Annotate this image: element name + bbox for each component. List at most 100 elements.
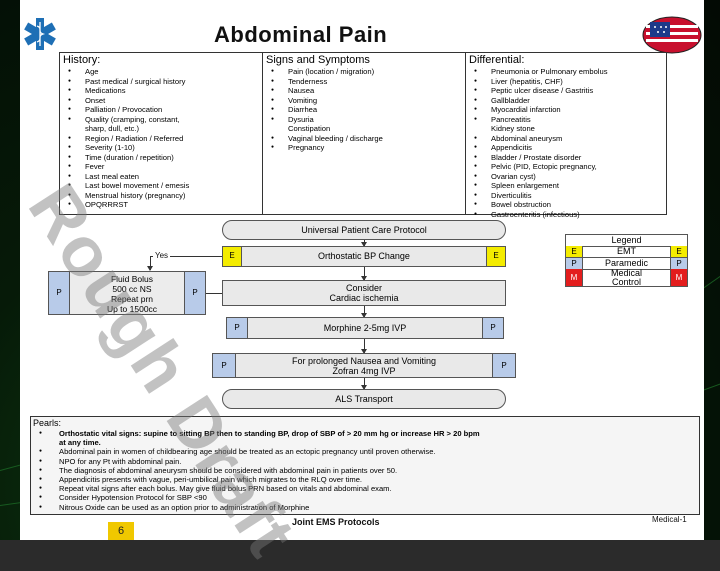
list-item: Quality (cramping, constant, <box>63 115 189 125</box>
legend-row-paramedic: P Paramedic P <box>566 258 687 270</box>
list-item: Menstrual history (pregnancy) <box>63 191 189 201</box>
flow-arrow <box>147 256 153 271</box>
list-item-continuation: sharp, dull, etc.) <box>85 124 140 133</box>
legend-label-line: Control <box>611 276 641 287</box>
legend: Legend E EMT E P Paramedic P M Medical C… <box>565 234 688 287</box>
fluid-bolus-box: Fluid Bolus 500 cc NS Repeat prn Up to 1… <box>48 271 206 315</box>
flow-connector <box>150 256 222 257</box>
page-number: 6 <box>108 522 134 540</box>
list-item: Region / Radiation / Referred <box>63 134 189 144</box>
signs-list: Pain (location / migration) Tenderness N… <box>266 67 383 153</box>
legend-code: M <box>670 269 687 286</box>
list-item: Gallbladder <box>469 96 608 106</box>
list-item: Past medical / surgical history <box>63 77 189 87</box>
legend-code: P <box>670 258 687 269</box>
pearls-panel: Pearls: Orthostatic vital signs: supine … <box>30 416 700 515</box>
consider-box: Consider Cardiac ischemia <box>222 280 506 306</box>
signs-panel: Signs and Symptoms Pain (location / migr… <box>262 52 466 215</box>
history-heading: History: <box>63 54 101 66</box>
emt-badge: E <box>486 246 506 267</box>
list-item: Ovarian cyst) <box>469 172 608 182</box>
consider-line: Consider <box>345 283 383 293</box>
universal-protocol-box: Universal Patient Care Protocol <box>222 220 506 240</box>
list-item: Pneumonia or Pulmonary embolus <box>469 67 608 77</box>
paramedic-badge: P <box>212 353 236 378</box>
list-item: Peptic ulcer disease / Gastritis <box>469 86 608 96</box>
orthostatic-box: Orthostatic BP Change <box>222 246 506 267</box>
legend-code: M <box>566 269 583 286</box>
list-item: Fever <box>63 162 189 172</box>
list-item: Diverticulitis <box>469 191 608 201</box>
legend-code: P <box>566 258 583 269</box>
list-item: Time (duration / repetition) <box>63 153 189 163</box>
consider-line: Cardiac ischemia <box>329 293 399 303</box>
list-item: Consider Hypotension Protocol for SBP <9… <box>33 493 480 502</box>
list-item: Abdominal aneurysm <box>469 134 608 144</box>
als-transport-label: ALS Transport <box>335 394 393 404</box>
list-item: Medications <box>63 86 189 96</box>
paramedic-badge: P <box>492 353 516 378</box>
differential-list: Pneumonia or Pulmonary embolus Liver (he… <box>469 67 608 219</box>
paramedic-badge: P <box>184 271 206 315</box>
list-item: Pregnancy <box>266 143 383 153</box>
list-item: Age <box>63 67 189 77</box>
universal-protocol-label: Universal Patient Care Protocol <box>301 225 427 235</box>
flow-arrow <box>361 378 367 390</box>
list-item: Onset <box>63 96 189 106</box>
list-item: NPO for any Pt with abdominal pain. <box>33 457 480 466</box>
list-item: Vomiting <box>266 96 383 106</box>
list-item: Nitrous Oxide can be used as an option p… <box>33 503 480 512</box>
list-item: Kidney stone <box>491 124 535 133</box>
legend-label: Paramedic <box>604 258 649 268</box>
history-panel: History: Age Past medical / surgical his… <box>59 52 263 215</box>
footer-title: Joint EMS Protocols <box>292 517 380 527</box>
list-item: Last bowel movement / emesis <box>63 181 189 191</box>
pearls-heading: Pearls: <box>33 418 62 428</box>
legend-label-line: Medical <box>610 268 642 278</box>
paramedic-badge: P <box>226 317 248 339</box>
list-item: Appendicitis <box>469 143 608 153</box>
list-item-continuation: at any time. <box>59 438 101 448</box>
pearls-list: Orthostatic vital signs: supine to sitti… <box>33 429 480 512</box>
list-item: Pelvic (PID, Ectopic pregnancy, <box>469 162 608 172</box>
differential-panel: Differential: Pneumonia or Pulmonary emb… <box>465 52 667 219</box>
list-item: Liver (hepatitis, CHF) <box>469 77 608 87</box>
legend-heading: Legend <box>566 235 687 247</box>
list-item: Gastroenteritis (infectious) <box>469 210 608 220</box>
flow-arrow <box>361 240 367 247</box>
list-item: Tenderness <box>266 77 383 87</box>
legend-code: E <box>566 246 583 257</box>
list-item: Palliation / Provocation <box>63 105 189 115</box>
list-item: Myocardial infarction <box>469 105 608 115</box>
legend-code: E <box>670 246 687 257</box>
flag-seal-logo <box>642 16 702 54</box>
list-item: Diarrhea <box>266 105 383 115</box>
list-item: Dysuria <box>266 115 383 125</box>
nausea-line: Zofran 4mg IVP <box>332 366 396 376</box>
list-item: The diagnosis of abdominal aneurysm shou… <box>33 466 480 475</box>
differential-heading: Differential: <box>469 54 525 66</box>
signs-heading: Signs and Symptoms <box>266 54 370 66</box>
morphine-box: Morphine 2-5mg IVP <box>226 317 504 339</box>
emt-badge: E <box>222 246 242 267</box>
paramedic-badge: P <box>482 317 504 339</box>
morphine-label: Morphine 2-5mg IVP <box>323 323 407 333</box>
paramedic-badge: P <box>48 271 70 315</box>
list-item: Severity (1-10) <box>63 143 189 153</box>
flow-arrow <box>361 267 367 281</box>
list-item: Last meal eaten <box>63 172 189 182</box>
flow-arrow <box>361 306 367 318</box>
yes-label: Yes <box>153 251 171 260</box>
history-list: Age Past medical / surgical history Medi… <box>63 67 189 210</box>
legend-label: Medical Control <box>583 269 670 286</box>
star-of-life-logo <box>24 18 56 50</box>
nausea-box: For prolonged Nausea and Vomiting Zofran… <box>212 353 516 378</box>
orthostatic-label: Orthostatic BP Change <box>318 251 410 261</box>
legend-row-emt: E EMT E <box>566 246 687 258</box>
legend-row-medical: M Medical Control M <box>566 269 687 286</box>
list-item: Pancreatitis <box>469 115 608 125</box>
list-item: Bladder / Prostate disorder <box>469 153 608 163</box>
nausea-line: For prolonged Nausea and Vomiting <box>291 356 437 366</box>
fluid-line: Repeat prn <box>110 294 154 304</box>
fluid-line: Up to 1500cc <box>106 304 158 314</box>
